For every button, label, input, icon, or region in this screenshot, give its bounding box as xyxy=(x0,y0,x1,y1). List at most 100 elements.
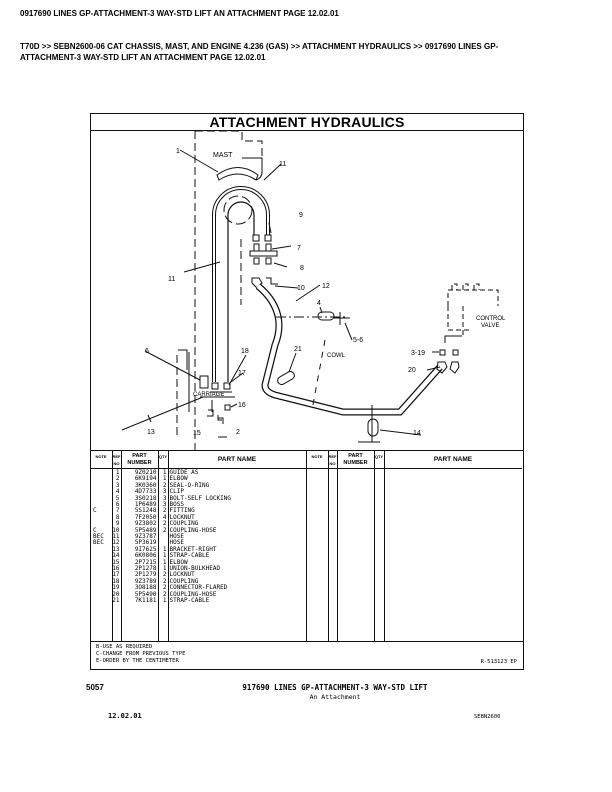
callout: 2 xyxy=(236,429,240,436)
callout: 11 xyxy=(279,161,286,168)
table-cell-note: BEC xyxy=(93,539,104,547)
footer-subtitle: An Attachment xyxy=(309,693,361,701)
table-cell-ref: 17 xyxy=(112,571,120,579)
mast-label: MAST xyxy=(213,152,233,159)
table-cell-qty: 2 xyxy=(162,571,167,579)
callout: 3-19 xyxy=(411,350,425,357)
header-part: PART NUMBER xyxy=(121,451,158,469)
table-cell-qty: 2 xyxy=(162,507,167,515)
callout: 16 xyxy=(238,402,246,409)
table-cell-qty: 3 xyxy=(162,488,167,496)
header-divider xyxy=(90,468,306,469)
table-cell-ref: 11 xyxy=(112,533,120,540)
table-cell-ref: 9 xyxy=(115,520,120,528)
table-cell-part: 3K0360 xyxy=(134,481,157,489)
column-ref xyxy=(328,451,338,641)
carriage-label: CARRIAGE xyxy=(193,392,224,398)
callout: 7 xyxy=(297,245,301,252)
document-number: SEBN2600 xyxy=(474,714,501,720)
diagram-frame: ATTACHMENT HYDRAULICS xyxy=(90,113,524,670)
footer-number: 5057 xyxy=(86,683,104,692)
table-cell-name: GUIDE AS xyxy=(169,469,199,476)
callout: 8 xyxy=(300,265,304,272)
table-cell-qty: 1 xyxy=(162,558,167,566)
table-cell-part: 9Z3787 xyxy=(134,533,157,540)
table-cell-ref: 20 xyxy=(112,590,120,598)
table-cell-name: COUPLING xyxy=(169,520,199,528)
table-cell-part: 9Z0210 xyxy=(134,469,157,476)
table-cell-part: 4D7733 xyxy=(134,488,157,496)
table-cell-name: LOCKNUT xyxy=(169,571,195,579)
callout: 1 xyxy=(176,148,180,155)
callout: 5-6 xyxy=(353,337,363,344)
table-cell-part: 5S1248 xyxy=(134,507,157,515)
table-cell-name: HOSE xyxy=(169,533,184,540)
page-heading: 0917690 LINES GP-ATTACHMENT-3 WAY-STD LI… xyxy=(20,9,339,18)
table-cell-note: BEC xyxy=(93,533,104,540)
table-cell-ref: 19 xyxy=(112,584,120,592)
table-cell-qty: 1 xyxy=(162,552,167,560)
table-cell-part: 3S0218 xyxy=(134,494,157,502)
table-cell-qty: 1 xyxy=(162,597,167,604)
table-cell-name: FITTING xyxy=(169,507,195,515)
control-valve-label-2: VALVE xyxy=(481,323,499,329)
table-cell-ref: 8 xyxy=(115,513,120,521)
table-cell-name: BOSS xyxy=(169,501,184,508)
header-qty: QTY xyxy=(374,451,384,469)
callout: 4 xyxy=(317,300,321,307)
table-cell-part: 7F2050 xyxy=(134,513,157,521)
table-cell-part: 7K1181 xyxy=(134,597,157,604)
table-cell-ref: 16 xyxy=(112,565,120,572)
table-cell-name: HOSE xyxy=(169,539,184,547)
callout: 15 xyxy=(193,430,201,437)
table-cell-ref: 6 xyxy=(115,501,120,508)
breadcrumb-line-1: T70D >> SEBN2600-06 CAT CHASSIS, MAST, A… xyxy=(20,42,499,51)
table-cell-part: 1P6489 xyxy=(134,501,157,508)
table-cell-qty: 2 xyxy=(162,577,167,585)
table-cell-part: 9Z3802 xyxy=(134,520,157,528)
table-cell-qty: 3 xyxy=(162,501,167,508)
callout: 14 xyxy=(413,430,421,437)
table-cell-qty: 1 xyxy=(162,545,167,553)
column-qty xyxy=(374,451,385,641)
table-cell-ref: 2 xyxy=(115,475,120,483)
table-cell-part: 5P3619 xyxy=(134,539,157,547)
table-cell-qty: 1 xyxy=(162,475,167,483)
column-qty xyxy=(158,451,169,641)
table-cell-ref: 4 xyxy=(115,488,120,496)
table-cell-part: 2P7215 xyxy=(134,558,157,566)
table-cell-name: UNION-BULKHEAD xyxy=(169,565,221,572)
header-note: NOTE xyxy=(90,451,112,469)
table-cell-ref: 10 xyxy=(112,526,120,534)
header-qty: QTY xyxy=(158,451,168,469)
table-cell-qty: 1 xyxy=(162,469,167,476)
table-cell-ref: 7 xyxy=(115,507,120,515)
header-name: PART NAME xyxy=(168,451,306,469)
table-cell-ref: 12 xyxy=(112,539,120,547)
column-note xyxy=(306,451,329,641)
table-cell-name: STRAP-CABLE xyxy=(169,597,210,604)
callout: 13 xyxy=(147,429,155,436)
table-cell-qty: 3 xyxy=(162,494,167,502)
table-cell-note: C xyxy=(93,526,97,534)
note-e: E-ORDER BY THE CENTIMETER xyxy=(96,658,179,664)
table-cell-qty: 2 xyxy=(162,590,167,598)
table-cell-ref: 21 xyxy=(112,597,120,604)
table-cell-part: 6K0806 xyxy=(134,552,157,560)
callout: 11 xyxy=(168,276,175,283)
breadcrumb-line-2: ATTACHMENT-3 WAY-STD LIFT AN ATTACHMENT … xyxy=(20,53,266,62)
table-cell-qty: 4 xyxy=(162,513,167,521)
table-cell-ref: 1 xyxy=(115,469,120,476)
header-part: PART NUMBER xyxy=(337,451,374,469)
header-ref: REF NO xyxy=(112,451,121,469)
callout: 6 xyxy=(145,348,149,355)
callout: 18 xyxy=(241,348,249,355)
callout: 12 xyxy=(322,283,330,290)
diagram-title: ATTACHMENT HYDRAULICS xyxy=(91,114,523,131)
table-cell-part: 3O8188 xyxy=(134,584,157,592)
column-part xyxy=(337,451,375,641)
table-cell-qty: 2 xyxy=(162,584,167,592)
table-cell-qty: 2 xyxy=(162,520,167,528)
